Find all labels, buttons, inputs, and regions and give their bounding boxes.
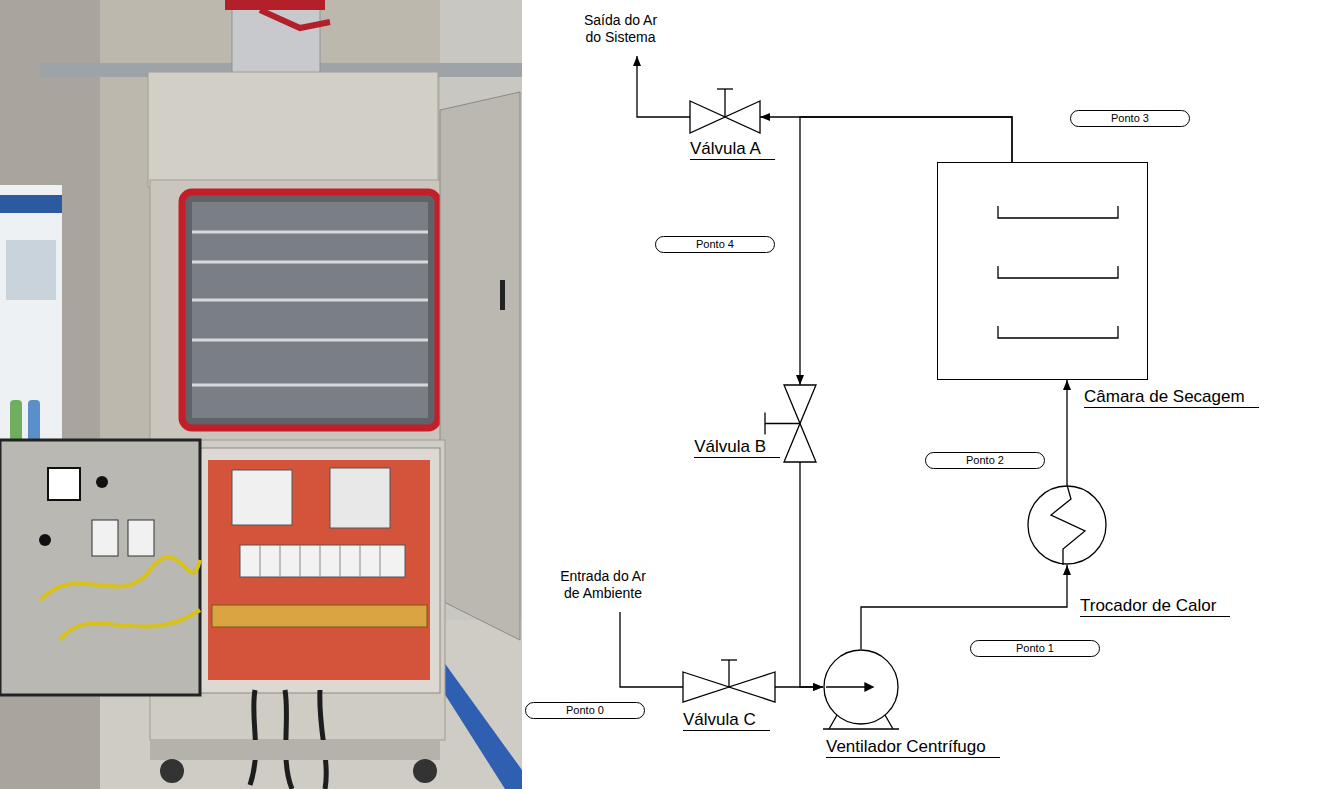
point-tag: Ponto 0 — [525, 702, 645, 719]
inlet-label: Entrada do Ar de Ambiente — [553, 568, 653, 602]
point-label: Ponto 0 — [566, 704, 604, 717]
heat-exchanger: Trocador de Calor — [1027, 485, 1107, 565]
valve-body — [784, 385, 816, 424]
switch — [128, 520, 154, 556]
dryer-photo — [0, 0, 522, 789]
power-supply — [330, 468, 390, 528]
valve-body — [725, 101, 760, 133]
point-tag: Ponto 2 — [925, 452, 1045, 469]
part-label: Válvula B — [694, 437, 780, 458]
point-label: Ponto 4 — [696, 238, 734, 251]
panel-door — [0, 440, 200, 695]
exch-symbol — [1027, 485, 1107, 565]
point-label: Ponto 2 — [966, 454, 1004, 467]
knob — [96, 476, 108, 488]
part-label: Válvula A — [690, 139, 775, 160]
part-label: Ventilador Centrífugo — [826, 737, 1000, 758]
poster-band — [0, 195, 62, 213]
valve-symbol: Válvula B — [784, 385, 816, 462]
knob — [39, 534, 51, 546]
point-tag: Ponto 3 — [1070, 110, 1190, 127]
drying-chamber: Câmara de Secagem — [937, 162, 1148, 380]
wires — [40, 557, 200, 640]
valve-body — [729, 672, 775, 702]
fan-symbol — [823, 649, 899, 725]
wall — [0, 0, 522, 789]
outlet-label: Saída do Ar do Sistema — [578, 12, 663, 46]
tray — [998, 206, 1118, 218]
relay-block — [232, 470, 292, 525]
base — [150, 740, 440, 760]
chamber-inside — [192, 202, 428, 418]
electric-panel — [195, 448, 440, 693]
fan-foot — [829, 715, 837, 729]
poster-image — [6, 240, 56, 300]
wheel — [413, 759, 437, 783]
door-handle — [500, 280, 505, 310]
switch — [92, 520, 118, 556]
valve-symbol: Válvula C — [683, 672, 775, 702]
valve-handle — [764, 413, 765, 435]
fan-base — [823, 728, 899, 729]
valvev-symbol — [784, 385, 816, 462]
point-tag: Ponto 1 — [970, 640, 1100, 657]
pipe-connector — [861, 565, 1067, 649]
pipe-connector — [760, 117, 1012, 162]
pipe-connector — [800, 462, 823, 687]
top-housing — [148, 72, 438, 187]
chamber-window — [182, 192, 438, 428]
tray — [998, 326, 1118, 338]
trays — [192, 232, 428, 385]
wheel — [160, 759, 184, 783]
valve-body — [683, 672, 729, 702]
valve-body — [690, 101, 725, 133]
exchanger-coil — [1051, 485, 1085, 565]
air-outlet-line — [637, 56, 690, 117]
open-door — [440, 92, 520, 640]
valve-handle — [721, 659, 737, 660]
valve-stem — [724, 89, 725, 117]
mounting-plate — [208, 460, 430, 680]
cables — [250, 690, 326, 789]
valve-stem — [728, 660, 729, 687]
point-tag: Ponto 4 — [655, 236, 775, 253]
exchanger-circle — [1028, 486, 1106, 564]
valve-handle — [225, 0, 325, 10]
valve-handle — [260, 10, 330, 28]
part-label: Trocador de Calor — [1080, 596, 1230, 617]
part-label: Câmara de Secagem — [1084, 387, 1259, 408]
fan-flow — [826, 686, 865, 687]
point-label: Ponto 3 — [1111, 112, 1149, 125]
valve-symbol: Válvula A — [690, 101, 760, 133]
box-symbol — [938, 163, 1149, 381]
breaker-lines — [260, 545, 380, 577]
valve-handle — [717, 88, 733, 89]
meter — [48, 468, 80, 500]
fan-foot — [885, 715, 893, 729]
tray — [998, 266, 1118, 278]
fan-housing — [824, 650, 898, 724]
air-inlet-line — [620, 612, 683, 687]
point-label: Ponto 1 — [1016, 642, 1054, 655]
valve-stem — [765, 423, 800, 424]
pipe-connector — [1066, 380, 1067, 485]
cabinet — [150, 180, 445, 445]
terminal-strip — [212, 605, 427, 627]
valveh-symbol — [683, 672, 775, 702]
fan-flow-head — [865, 683, 873, 691]
breakers — [240, 545, 405, 577]
centrifugal-fan: Ventilador Centrífugo — [823, 649, 899, 725]
valve-body — [784, 424, 816, 463]
part-label: Válvula C — [683, 710, 770, 731]
valveh-symbol — [690, 101, 760, 133]
